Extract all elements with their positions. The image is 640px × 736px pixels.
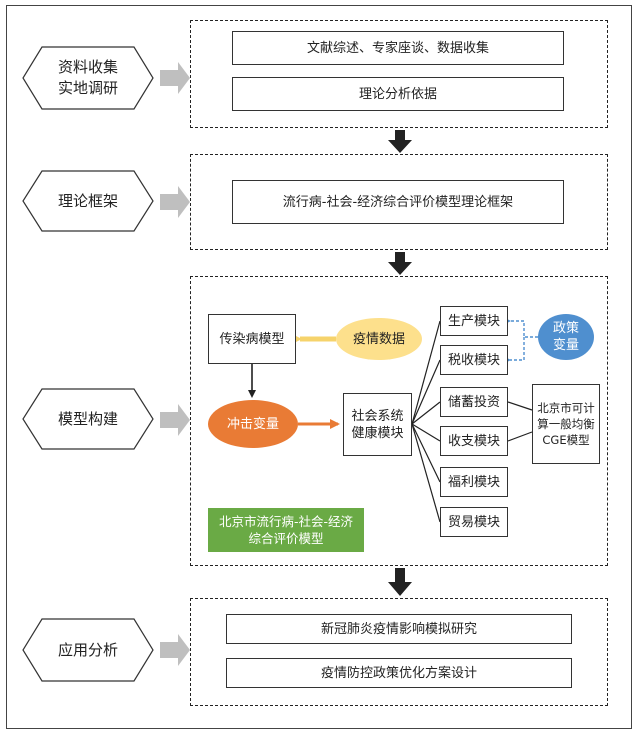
hexagon-shape: [22, 618, 154, 682]
fan-lines: [411, 320, 533, 523]
stage-label-research: 资料收集 实地调研: [22, 46, 154, 110]
epidemic-data-ellipse: 疫情数据: [336, 318, 422, 360]
shock-variable-ellipse: 冲击变量: [208, 400, 298, 448]
gray-arrow: [160, 186, 190, 218]
stage-box: 文献综述、专家座谈、数据收集: [232, 31, 564, 65]
gray-arrow: [160, 634, 190, 666]
epidemic-model-box: 传染病模型: [208, 314, 296, 364]
module-box: 储蓄投资: [440, 387, 508, 417]
stage-panel-research: [190, 20, 608, 128]
hexagon-shape: [22, 46, 154, 110]
stage-box: 流行病-社会-经济综合评价模型理论框架: [232, 180, 564, 224]
stage-panel-theory: [190, 154, 608, 250]
stage-label-theory: 理论框架: [22, 170, 154, 232]
cge-model-box: 北京市可计 算一般均衡 CGE模型: [532, 384, 600, 464]
gray-arrow: [160, 404, 190, 436]
hexagon-shape: [22, 388, 154, 450]
stage-label-text: 模型构建: [57, 409, 118, 428]
module-box: 福利模块: [440, 467, 508, 497]
stage-label-application: 应用分析: [22, 618, 154, 682]
stage-label-text: 理论框架: [57, 191, 118, 210]
integrated-model-label: 北京市流行病-社会-经济 综合评价模型: [208, 508, 364, 552]
policy-variable-ellipse: 政策 变量: [538, 314, 594, 360]
module-box: 收支模块: [440, 426, 508, 456]
stage-label-text: 应用分析: [57, 640, 118, 659]
stage-label-text: 资料收集 实地调研: [57, 58, 118, 97]
stage-down-arrow: [388, 130, 412, 153]
stage-box: 疫情防控政策优化方案设计: [226, 658, 572, 688]
stage-down-arrow: [388, 252, 412, 275]
module-box: 税收模块: [440, 345, 508, 375]
stage-down-arrow: [388, 568, 412, 596]
hexagon-shape: [22, 170, 154, 232]
stage-box: 理论分析依据: [232, 77, 564, 111]
policy-lines: [503, 317, 538, 364]
outer-frame: [6, 5, 632, 729]
social-system-box: 社会系统 健康模块: [343, 393, 412, 456]
stage-label-modeling: 模型构建: [22, 388, 154, 450]
gray-arrow: [160, 62, 190, 94]
stage-panel-modeling: [190, 276, 608, 566]
module-box: 生产模块: [440, 306, 508, 336]
stage-box: 新冠肺炎疫情影响模拟研究: [226, 614, 572, 644]
stage-panel-application: [190, 598, 608, 706]
module-box: 贸易模块: [440, 507, 508, 537]
